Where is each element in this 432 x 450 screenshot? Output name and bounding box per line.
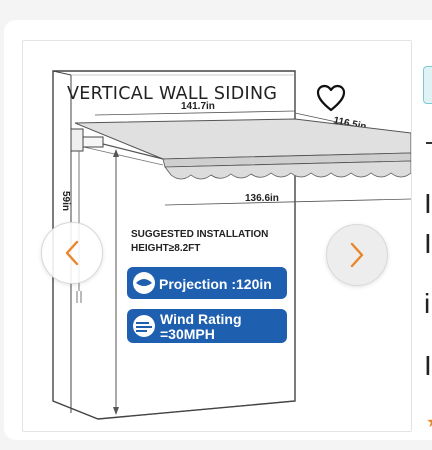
side-text-line2: I bbox=[424, 228, 432, 259]
chevron-left-icon bbox=[65, 240, 79, 266]
side-divider bbox=[426, 142, 432, 144]
install-text-line1: SUGGESTED INSTALLATION bbox=[131, 229, 268, 240]
favorite-button[interactable] bbox=[313, 80, 349, 116]
side-text-line1: I bbox=[424, 188, 432, 219]
previous-image-button[interactable] bbox=[41, 222, 103, 284]
awning-icon bbox=[136, 279, 152, 286]
rating-star-icon: ★ bbox=[426, 412, 432, 432]
chevron-right-icon bbox=[350, 242, 364, 268]
wind-rating-badge: Wind Rating =30MPH bbox=[127, 309, 287, 343]
dimension-top-label: 141.7in bbox=[181, 101, 215, 112]
dimension-front-label: 136.6in bbox=[245, 193, 279, 204]
wind-text-line2: =30MPH bbox=[160, 326, 215, 342]
side-text-line4: I bbox=[424, 350, 432, 381]
heart-outline-icon bbox=[316, 84, 346, 112]
projection-text: Projection :120in bbox=[159, 276, 272, 292]
side-tag-badge bbox=[423, 66, 432, 104]
next-image-button[interactable] bbox=[326, 224, 388, 286]
wind-text-line1: Wind Rating bbox=[160, 311, 242, 327]
projection-badge: Projection :120in bbox=[127, 267, 287, 299]
dimension-height-label: 59in bbox=[60, 191, 71, 211]
wall-label: VERTICAL WALL SIDING bbox=[67, 84, 277, 104]
awning-product-image: VERTICAL WALL SIDING 141.7in 116.5in 136… bbox=[52, 70, 411, 420]
install-text-line2: HEIGHT≥8.2FT bbox=[131, 243, 200, 254]
side-text-line3: i bbox=[424, 288, 431, 319]
wind-icon bbox=[136, 322, 152, 332]
